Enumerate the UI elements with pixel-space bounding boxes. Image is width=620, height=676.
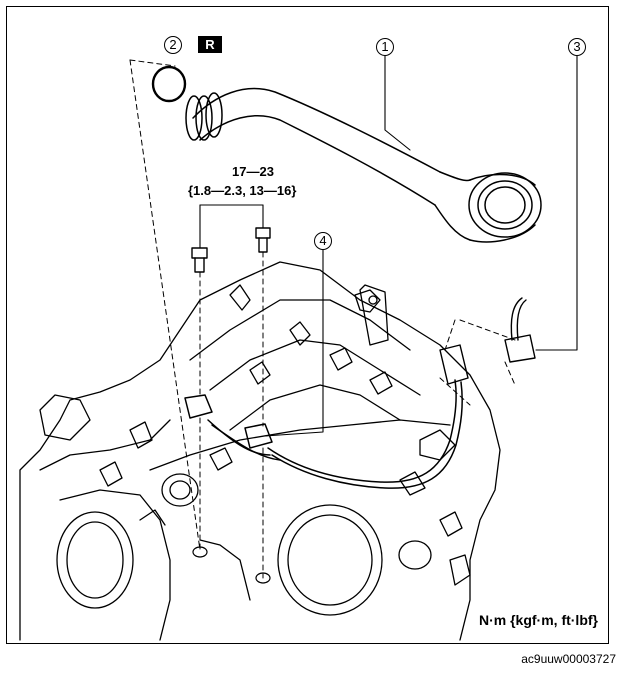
callout-3: 3: [568, 38, 586, 56]
figure-code: ac9uuw00003727: [521, 652, 616, 666]
o-ring-icon: [151, 65, 187, 103]
callout-1: 1: [376, 38, 394, 56]
connector-icon: [439, 297, 536, 385]
air-hose-icon: [185, 87, 542, 243]
torque-units: N·m {kgf·m, ft·lbf}: [479, 612, 598, 628]
torque-value: 17—23: [232, 164, 274, 179]
leader-lines: [199, 55, 578, 437]
diagram-frame: [6, 6, 609, 644]
bolt-icon: [191, 227, 271, 273]
callout-2: 2: [164, 36, 182, 54]
callout-4: 4: [314, 232, 332, 250]
torque-conversion: {1.8—2.3, 13—16}: [188, 183, 297, 198]
mounting-holes: [192, 546, 271, 584]
replace-badge: R: [198, 36, 222, 53]
assembly-lines: [129, 59, 516, 579]
engine-block-icon: [19, 261, 501, 641]
knock-sensor-icon: [184, 379, 463, 489]
